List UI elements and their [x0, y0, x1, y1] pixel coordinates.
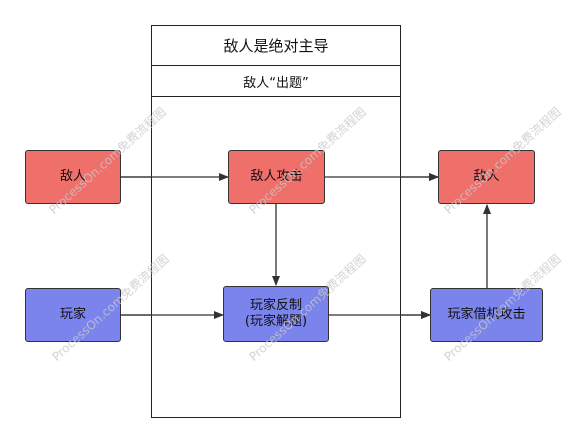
container-title: 敌人是绝对主导	[152, 26, 400, 66]
node-enemy-attack[interactable]: 敌人攻击	[228, 150, 325, 204]
container-subtitle: 敌人“出题”	[152, 66, 400, 97]
node-enemy-left-label: 敌人	[59, 169, 86, 184]
node-enemy-right-label: 敌人	[473, 169, 500, 184]
node-enemy-attack-label: 敌人攻击	[250, 169, 303, 184]
node-player-counter-line1: 玩家反制	[249, 298, 302, 313]
node-player-counter-line2: (玩家解题)	[244, 314, 308, 329]
node-player-counter[interactable]: 玩家反制 (玩家解题)	[223, 286, 329, 342]
enemy-dominant-container: 敌人是绝对主导 敌人“出题”	[151, 25, 401, 418]
node-player-label: 玩家	[59, 307, 86, 322]
node-player[interactable]: 玩家	[25, 288, 121, 342]
node-enemy-right[interactable]: 敌人	[438, 150, 535, 204]
node-player-opportunity-attack[interactable]: 玩家借机攻击	[430, 288, 543, 342]
node-player-opportunity-attack-label: 玩家借机攻击	[447, 307, 526, 322]
node-enemy-left[interactable]: 敌人	[25, 150, 121, 204]
